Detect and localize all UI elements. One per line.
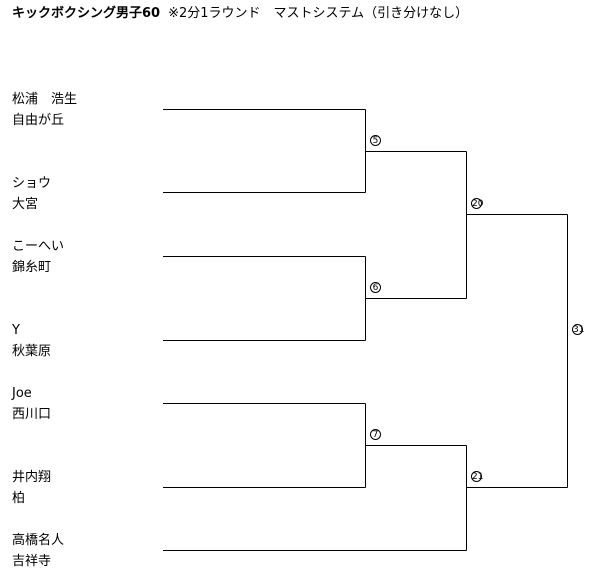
player-name: 高橋名人 — [12, 533, 65, 548]
player-name: Joe — [12, 386, 32, 401]
player-club: 吉祥寺 — [12, 554, 52, 569]
player-name: こーへい — [12, 239, 65, 254]
player-club: 錦糸町 — [12, 260, 52, 275]
event-name: キックボクシング男子60 — [12, 6, 161, 21]
player-name: 井内翔 — [12, 470, 52, 485]
match-number: 5 — [370, 135, 381, 146]
match-number: 31 — [572, 324, 585, 335]
match-number: 7 — [370, 429, 381, 440]
rule-note: ※2分1ラウンド マストシステム（引き分けなし） — [168, 6, 469, 21]
player-club: 西川口 — [12, 407, 52, 422]
player-entry: Y 秋葉原 — [12, 320, 51, 362]
match-number: 21 — [471, 471, 484, 482]
player-entry: 高橋名人 吉祥寺 — [12, 530, 64, 572]
player-entry: Joe 西川口 — [12, 383, 51, 425]
player-name: 松浦 浩生 — [12, 92, 78, 107]
player-entry: 井内翔 柏 — [12, 467, 51, 509]
match-number: 6 — [370, 282, 381, 293]
match-number: 20 — [471, 198, 484, 209]
player-club: 秋葉原 — [12, 344, 52, 359]
player-entry: こーへい 錦糸町 — [12, 236, 64, 278]
player-name: ショウ — [12, 176, 52, 191]
player-club: 自由が丘 — [12, 113, 65, 128]
player-club: 柏 — [12, 491, 26, 506]
bracket-title: キックボクシング男子60 ※2分1ラウンド マストシステム（引き分けなし） — [12, 5, 468, 23]
player-entry: 松浦 浩生 自由が丘 — [12, 89, 77, 131]
player-entry: ショウ 大宮 — [12, 173, 51, 215]
player-name: Y — [12, 323, 20, 338]
player-club: 大宮 — [12, 197, 39, 212]
